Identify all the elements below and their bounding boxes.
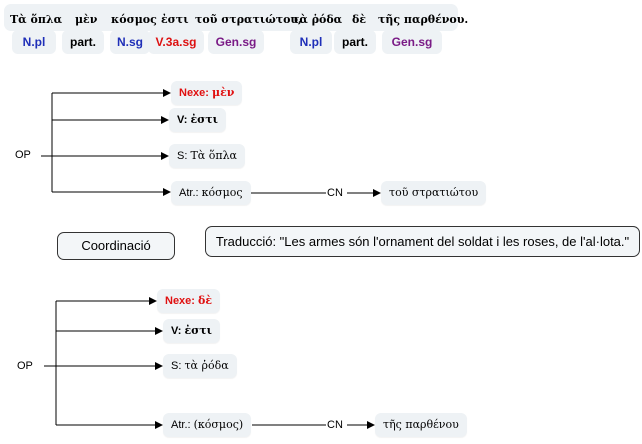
tag-genitive: Gen.sg bbox=[382, 30, 442, 54]
tree2-verb-node: V: ἐστι bbox=[163, 319, 220, 343]
tree1-verb-node: V: ἐστι bbox=[169, 108, 226, 132]
translation-box: Traducció: "Les armes són l'ornament del… bbox=[205, 226, 640, 257]
tree1-subject-node: S: Τὰ ὅπλα bbox=[169, 144, 245, 168]
tree1-root-label: OP bbox=[15, 149, 31, 161]
greek-word: Τὰ ὅπλα bbox=[10, 13, 63, 26]
coordination-box: Coordinació bbox=[57, 232, 175, 260]
tag-genitive: Gen.sg bbox=[208, 30, 264, 54]
tree2-subject-node: S: τὰ ῥόδα bbox=[163, 354, 237, 378]
greek-word: δὲ bbox=[352, 13, 367, 26]
tree2-attr-node: Atr.: (κόσμος) bbox=[163, 413, 252, 437]
greek-sentence: Τὰ ὅπλα μὲν κόσμος ἐστι τοῦ στρατιώτου, … bbox=[4, 4, 468, 31]
tree2-cn-node: τῆς παρθένου bbox=[375, 413, 467, 437]
greek-word: τὰ ῥόδα bbox=[292, 13, 343, 26]
tag-noun: N.pl bbox=[290, 30, 332, 54]
greek-word: τοῦ στρατιώτου, bbox=[195, 13, 302, 26]
tag-noun: N.sg bbox=[110, 30, 150, 54]
tree1-cn-label: CN bbox=[327, 187, 343, 199]
tree2-cn-label: CN bbox=[327, 419, 343, 431]
greek-word: μὲν bbox=[75, 13, 98, 26]
greek-word: τῆς παρθένου. bbox=[378, 13, 469, 26]
greek-word: ἐστι bbox=[161, 13, 189, 26]
tree1-attr-node: Atr.: κόσμος bbox=[171, 181, 251, 205]
tag-verb: V.3a.sg bbox=[148, 30, 204, 54]
tree1-nexe-node: Nexe: μὲν bbox=[171, 81, 243, 105]
tree2-root-label: OP bbox=[17, 360, 33, 372]
tree1-cn-node: τοῦ στρατιώτου bbox=[381, 181, 487, 205]
tag-particle: part. bbox=[334, 30, 376, 54]
tag-noun: N.pl bbox=[12, 30, 56, 54]
tree2-nexe-node: Nexe: δὲ bbox=[157, 289, 221, 313]
tag-particle: part. bbox=[62, 30, 104, 54]
greek-word: κόσμος bbox=[111, 13, 157, 26]
